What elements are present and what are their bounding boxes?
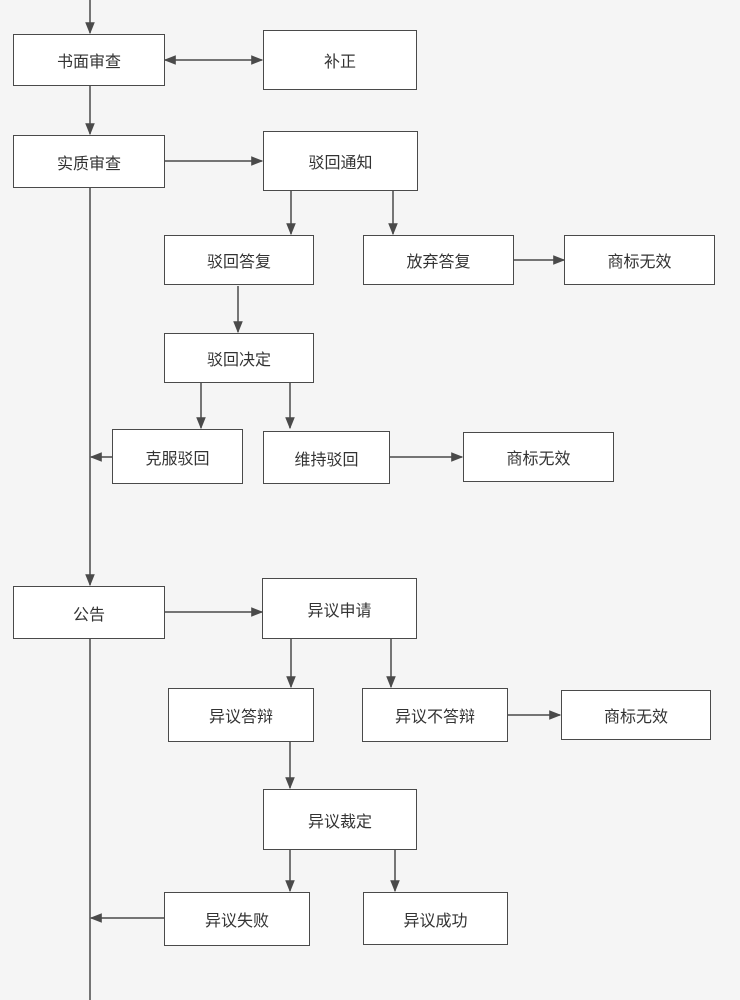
node-announcement: 公告 (13, 586, 165, 639)
node-opposition-application: 异议申请 (262, 578, 417, 639)
node-opposition-ruling: 异议裁定 (263, 789, 417, 850)
node-opposition-no-reply: 异议不答辩 (362, 688, 508, 742)
node-substantive-review: 实质审查 (13, 135, 165, 188)
node-rejection-decision: 驳回决定 (164, 333, 314, 383)
node-abandon-reply: 放弃答复 (363, 235, 514, 285)
node-opposition-failed: 异议失败 (164, 892, 310, 946)
node-trademark-invalid-1: 商标无效 (564, 235, 715, 285)
node-trademark-invalid-3: 商标无效 (561, 690, 711, 740)
node-maintain-rejection: 维持驳回 (263, 431, 390, 484)
node-correction: 补正 (263, 30, 417, 90)
node-overcome-rejection: 克服驳回 (112, 429, 243, 484)
node-opposition-success: 异议成功 (363, 892, 508, 945)
node-opposition-reply: 异议答辩 (168, 688, 314, 742)
node-trademark-invalid-2: 商标无效 (463, 432, 614, 482)
node-rejection-notice: 驳回通知 (263, 131, 418, 191)
node-written-review: 书面审查 (13, 34, 165, 86)
node-rejection-reply: 驳回答复 (164, 235, 314, 285)
